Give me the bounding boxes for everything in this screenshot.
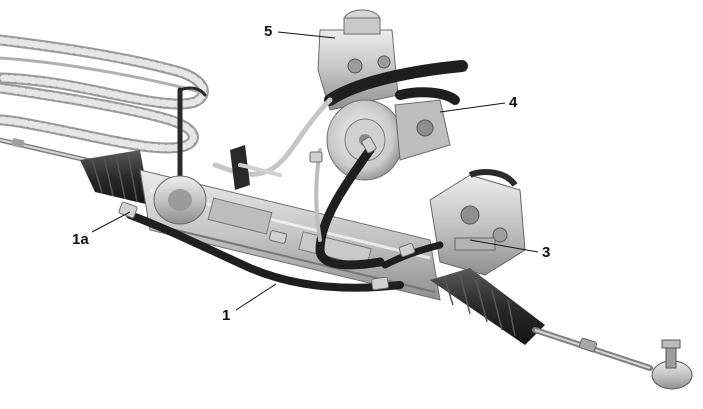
pump-pulley: [326, 99, 451, 181]
right-boot: [430, 268, 545, 345]
callout-3: 3: [542, 244, 550, 261]
callout-4: 4: [509, 94, 518, 111]
right-tie-rod: [532, 327, 693, 390]
leader-4: [439, 102, 506, 113]
control-valve-body: [429, 169, 526, 276]
oil-cooler-loop: [0, 34, 209, 178]
callout-labels: 5 4 3 1a 1: [72, 23, 550, 324]
leader-5: [277, 31, 336, 39]
leader-1: [235, 283, 277, 311]
leader-1a: [91, 211, 131, 233]
left-tie-rod: [0, 137, 98, 165]
callout-1: 1: [222, 307, 230, 324]
left-boot: [80, 150, 150, 205]
callout-1a: 1a: [72, 231, 89, 248]
hydraulic-hoses: [126, 60, 468, 292]
hose-fittings: [118, 136, 416, 291]
callout-5: 5: [264, 23, 272, 40]
callout-leaders: [91, 31, 539, 311]
leader-3: [469, 239, 539, 253]
